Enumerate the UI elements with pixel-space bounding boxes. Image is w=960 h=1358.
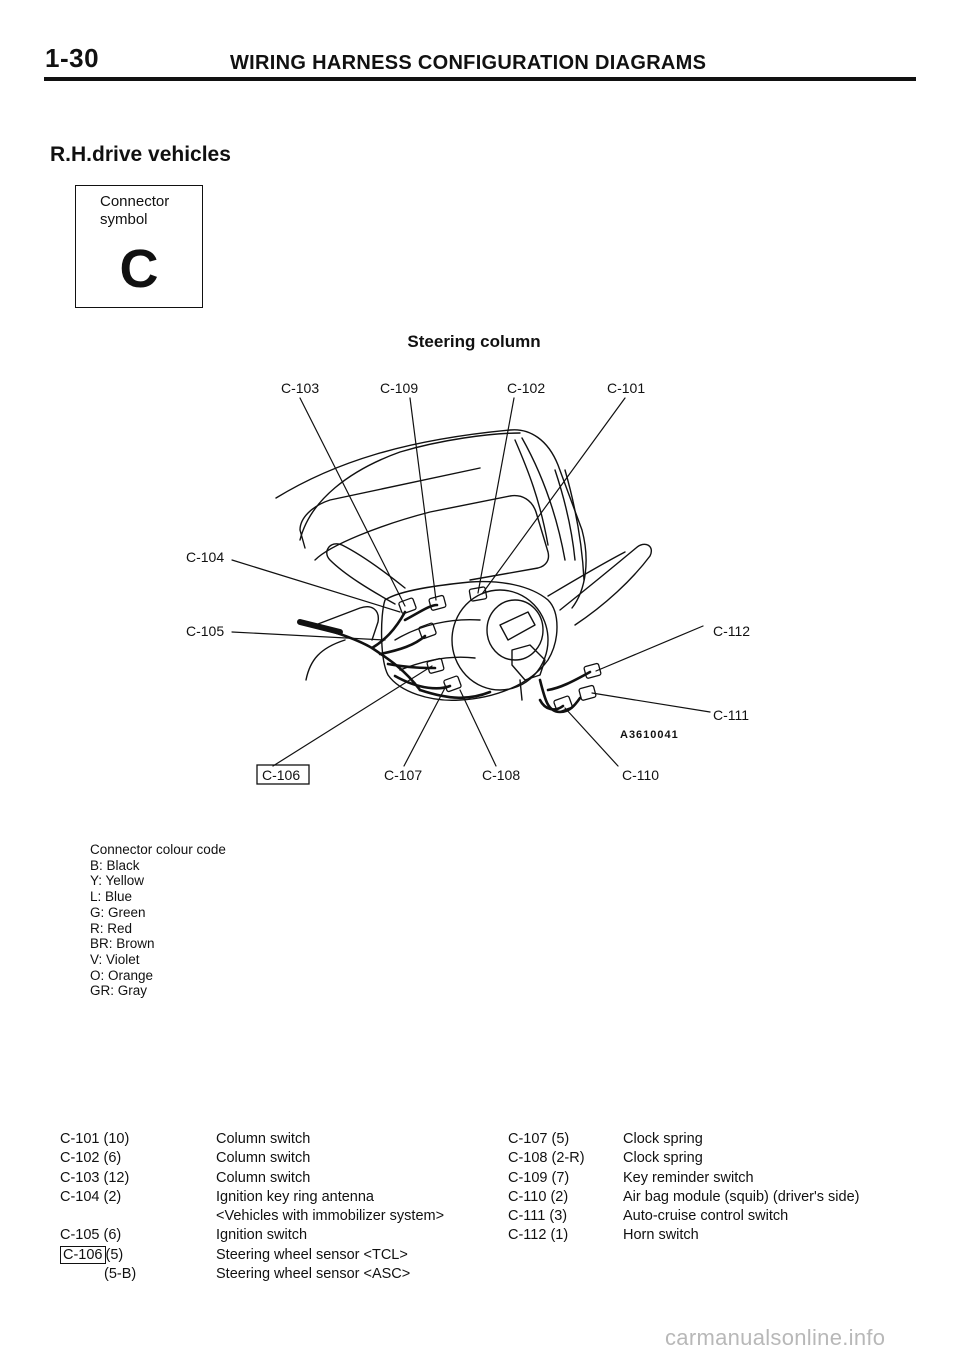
colour-code-title: Connector colour code: [90, 842, 226, 857]
connector-description: Column switch: [216, 1150, 311, 1167]
colour-code-item: R: Red: [90, 920, 133, 936]
connector-code: C-107 (5): [508, 1131, 570, 1147]
connector-list-left: C-101 (10) Column switch C-102 (6) Colum…: [60, 1131, 444, 1285]
header-rule: [44, 77, 916, 81]
connector-code-c106: C-106(5): [60, 1245, 216, 1266]
connector-row: C-104 (2) Ignition key ring antenna: [60, 1189, 444, 1208]
clock-spring-body: [380, 580, 558, 701]
connector-description: Column switch: [216, 1131, 311, 1147]
steering-column-diagram: C-103 C-109 C-102 C-101 C-104 C-105 C-11…: [186, 380, 750, 785]
connector-description: Steering wheel sensor <ASC>: [216, 1266, 411, 1283]
connector-code: (5-B): [104, 1266, 137, 1283]
connector-description: Column switch: [216, 1169, 311, 1186]
connector-description: Air bag module (squib) (driver's side): [623, 1188, 860, 1205]
connector-code: C-111 (3): [508, 1208, 568, 1225]
column-switch-stalks: [326, 543, 652, 626]
connector-description: Auto-cruise control switch: [623, 1208, 789, 1225]
leader-lines: [231, 397, 711, 767]
colour-code-item: Y: Yellow: [90, 873, 145, 889]
connector-row: C-106(5) Steering wheel sensor <TCL>: [60, 1245, 444, 1266]
connector-description: Horn switch: [623, 1227, 699, 1244]
diagram-title: Steering column: [407, 332, 541, 351]
connector-symbol-box: Connector symbol C: [75, 185, 203, 308]
connector-row: C-109 (7) Key reminder switch: [508, 1170, 859, 1189]
callout-c106: C-106: [262, 767, 300, 783]
callout-c107: C-107: [384, 767, 422, 783]
connector-description: Steering wheel sensor <TCL>: [216, 1246, 408, 1263]
connector-code: C-109 (7): [508, 1169, 570, 1186]
callout-c108: C-108: [482, 767, 520, 783]
connector-row: (5-B) Steering wheel sensor <ASC>: [60, 1266, 444, 1285]
connector-list-right: C-107 (5) Clock spring C-108 (2-R) Clock…: [508, 1131, 859, 1247]
column-cover-drawing: [275, 429, 587, 681]
connector-colour-code: Connector colour code B: Black Y: Yellow…: [90, 842, 226, 999]
c106-label-box: [256, 764, 310, 785]
connector-description: Key reminder switch: [623, 1169, 754, 1186]
connector-row: <Vehicles with immobilizer system>: [60, 1208, 444, 1227]
connector-description: Clock spring: [623, 1131, 703, 1147]
figure-id: A3610041: [620, 729, 679, 741]
callout-c103: C-103: [281, 380, 319, 396]
connector-code: C-102 (6): [60, 1150, 122, 1167]
colour-code-item: V: Violet: [90, 951, 140, 967]
connector-row: C-103 (12) Column switch: [60, 1170, 444, 1189]
connector-row: C-101 (10) Column switch: [60, 1131, 444, 1150]
section-heading: R.H.drive vehicles: [50, 143, 231, 166]
c106-pin-count: (5): [105, 1246, 124, 1263]
connector-symbol-letter: C: [119, 239, 159, 299]
connector-description: Clock spring: [623, 1150, 703, 1167]
connector-shapes: [398, 586, 602, 713]
connector-code: C-112 (1): [508, 1227, 569, 1244]
connector-description: Ignition switch: [216, 1227, 308, 1244]
colour-code-item: BR: Brown: [90, 936, 155, 952]
callout-c102: C-102: [507, 380, 545, 396]
callout-c109: C-109: [380, 380, 418, 396]
connector-description: <Vehicles with immobilizer system>: [216, 1208, 445, 1225]
colour-code-item: L: Blue: [90, 889, 133, 905]
c105-harness-tape: [297, 619, 343, 635]
colour-code-item: O: Orange: [90, 967, 154, 983]
colour-code-item: B: Black: [90, 857, 140, 873]
connector-row: C-111 (3) Auto-cruise control switch: [508, 1208, 859, 1227]
callout-c112: C-112: [713, 623, 750, 639]
connector-row: C-112 (1) Horn switch: [508, 1227, 859, 1246]
connector-code: C-108 (2-R): [508, 1150, 585, 1167]
connector-code: C-105 (6): [60, 1227, 122, 1244]
connector-code: C-110 (2): [508, 1188, 569, 1205]
c106-boxed-code: C-106: [60, 1245, 106, 1264]
connector-code: C-103 (12): [60, 1169, 130, 1186]
connector-code: C-104 (2): [60, 1188, 122, 1205]
callout-c110: C-110: [622, 767, 659, 783]
connector-code: [60, 1208, 216, 1227]
watermark: carmanualsonline.info: [665, 1325, 886, 1350]
connector-code: C-101 (10): [60, 1131, 130, 1147]
colour-code-item: G: Green: [90, 904, 146, 920]
page-number: 1-30: [45, 43, 100, 73]
connector-row: C-108 (2-R) Clock spring: [508, 1150, 859, 1169]
callout-c104: C-104: [186, 549, 224, 565]
connector-symbol-caption: Connector symbol: [100, 193, 170, 228]
connector-row: C-102 (6) Column switch: [60, 1150, 444, 1169]
connector-row: C-110 (2) Air bag module (squib) (driver…: [508, 1189, 859, 1208]
callout-c101: C-101: [607, 380, 645, 396]
connector-description: Ignition key ring antenna: [216, 1188, 374, 1205]
page-title: WIRING HARNESS CONFIGURATION DIAGRAMS: [230, 52, 707, 74]
callout-c105: C-105: [186, 623, 224, 639]
callout-c111: C-111: [713, 707, 749, 723]
connector-row: C-107 (5) Clock spring: [508, 1131, 859, 1150]
colour-code-item: GR: Gray: [90, 983, 148, 999]
connector-row: C-105 (6) Ignition switch: [60, 1227, 444, 1246]
